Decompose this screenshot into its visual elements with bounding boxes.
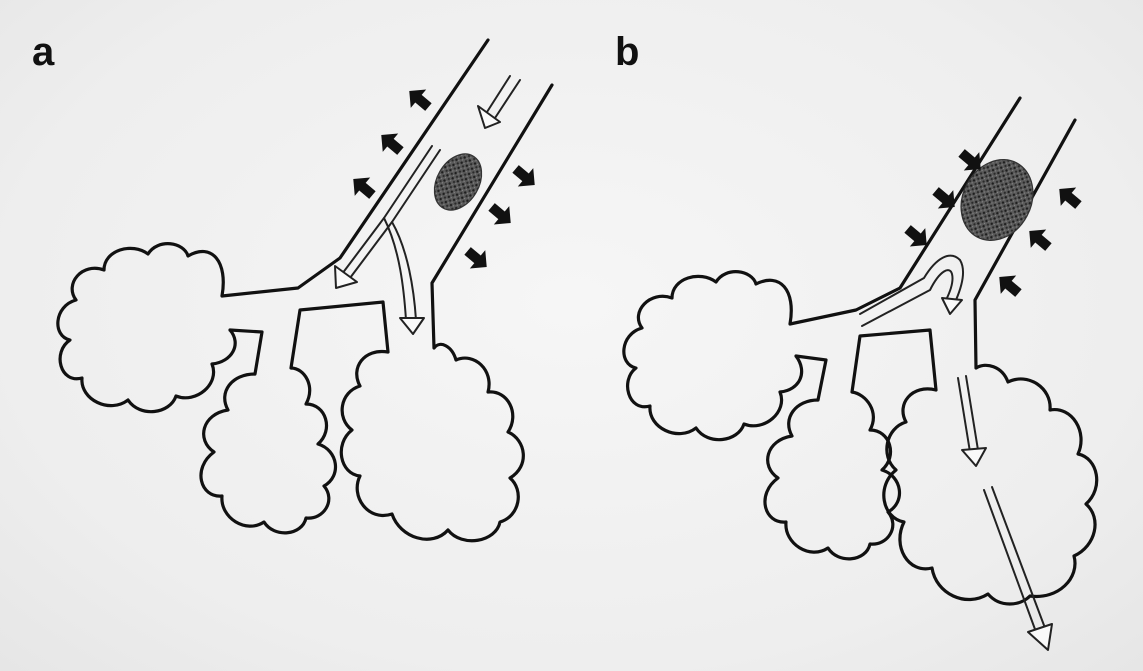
panel-a-drawing [58, 40, 552, 541]
panel-b-drawing [624, 98, 1097, 650]
panel-b-right-lobe-overdistended [884, 365, 1097, 604]
panel-b-middle-lobe [765, 392, 900, 559]
panel-a-outward-arrow-6 [460, 242, 495, 276]
panel-a-flow-to-right-lobe [384, 218, 424, 334]
panel-a-right-lobe [341, 344, 523, 540]
panel-a-outward-arrow-5 [484, 198, 519, 232]
panel-b-inward-arrow-6 [992, 268, 1027, 302]
panel-a-outward-arrow-2 [374, 126, 409, 160]
panel-a-branch-wall-2 [291, 302, 388, 368]
panel-a-flow-to-left-lobe [335, 146, 440, 288]
panel-b-flow-into-right-lobe [958, 376, 986, 466]
panel-a-outward-arrow-4 [508, 160, 543, 194]
panel-b-airway-right-wall [975, 120, 1075, 368]
panel-b-branch-wall-2 [852, 330, 936, 392]
panel-b-flow-escaping [984, 487, 1052, 650]
panel-b-inward-arrow-4 [1052, 180, 1087, 214]
panel-a-middle-lobe [201, 368, 336, 533]
panel-a-outward-arrow-3 [346, 170, 381, 204]
panel-b-inward-arrow-5 [1022, 222, 1057, 256]
panel-a-incoming-flow-arrow [478, 76, 520, 128]
panel-b-trapped-flow-loop [860, 256, 963, 326]
panel-b-left-lobe [624, 272, 802, 440]
panel-a-outward-arrow-1 [402, 82, 437, 116]
panel-a-left-lobe [58, 244, 235, 412]
panel-b-inward-arrow-3 [900, 220, 935, 254]
